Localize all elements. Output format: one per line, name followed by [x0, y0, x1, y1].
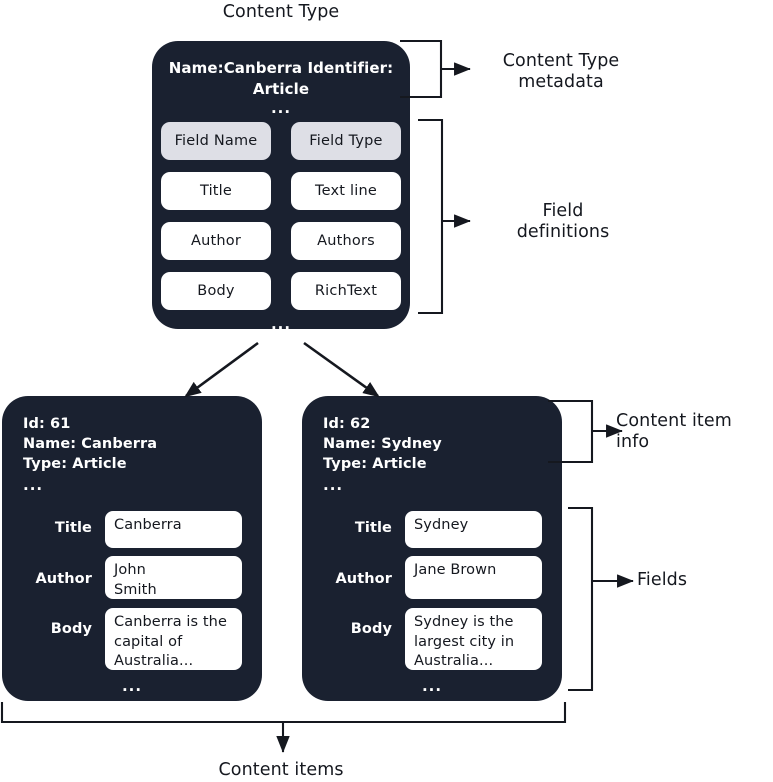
arrow-content-type-to-sydney	[303, 341, 380, 398]
field-value-title[interactable]: Canberra	[105, 511, 242, 548]
field-type-cell: Authors	[291, 222, 401, 260]
field-label-author: Author	[335, 571, 392, 587]
field-value-author[interactable]: Jane Brown	[405, 556, 542, 599]
field-definitions-ellipsis: ...	[270, 315, 292, 333]
content-item-info-text: Id: 61 Name: Canberra Type: Article	[23, 416, 158, 472]
content-item-info-ellipsis: ...	[23, 476, 44, 494]
content-type-metadata-ellipsis: ...	[270, 99, 292, 117]
annotation-field-definitions: Field definitions	[516, 201, 610, 242]
content-item-info-ellipsis: ...	[323, 476, 344, 494]
annotation-content-type-metadata: Content Type metadata	[502, 51, 620, 92]
field-type-cell: Text line	[291, 172, 401, 210]
field-value-body[interactable]: Sydney is the largest city in Australia.…	[405, 608, 542, 670]
annotation-content-item-info: Content item info	[616, 411, 732, 452]
field-name-column-header: Field Name	[161, 122, 271, 160]
content-item-card-sydney: Id: 62 Name: Sydney Type: Article ... Ti…	[302, 396, 562, 701]
bracket-field-definitions	[418, 118, 471, 315]
content-type-card: Name:Canberra Identifier: Article ... Fi…	[152, 41, 410, 333]
bracket-content-items	[0, 702, 567, 753]
content-item-card-canberra: Id: 61 Name: Canberra Type: Article ... …	[2, 396, 262, 701]
field-label-body: Body	[50, 621, 92, 637]
field-value-author[interactable]: John Smith	[105, 556, 242, 599]
field-label-body: Body	[350, 621, 392, 637]
field-name-cell: Author	[161, 222, 271, 260]
bracket-fields	[568, 506, 634, 692]
field-value-title[interactable]: Sydney	[405, 511, 542, 548]
content-item-fields-ellipsis: ...	[421, 677, 443, 695]
field-label-title: Title	[354, 520, 392, 536]
page-title: Content Type	[222, 2, 340, 22]
field-type-cell: RichText	[291, 272, 401, 310]
field-name-cell: Title	[161, 172, 271, 210]
field-label-title: Title	[54, 520, 92, 536]
field-type-column-header: Field Type	[291, 122, 401, 160]
annotation-fields: Fields	[637, 570, 688, 590]
arrow-content-type-to-canberra	[184, 341, 259, 398]
content-item-info-text: Id: 62 Name: Sydney Type: Article	[323, 416, 442, 472]
field-name-cell: Body	[161, 272, 271, 310]
field-label-author: Author	[35, 571, 92, 587]
annotation-content-items: Content items	[218, 760, 344, 780]
bracket-content-type-metadata	[400, 39, 471, 99]
field-value-body[interactable]: Canberra is the capital of Australia...	[105, 608, 242, 670]
content-item-fields-ellipsis: ...	[121, 677, 143, 695]
content-type-metadata-text: Name:Canberra Identifier: Article	[168, 59, 394, 98]
